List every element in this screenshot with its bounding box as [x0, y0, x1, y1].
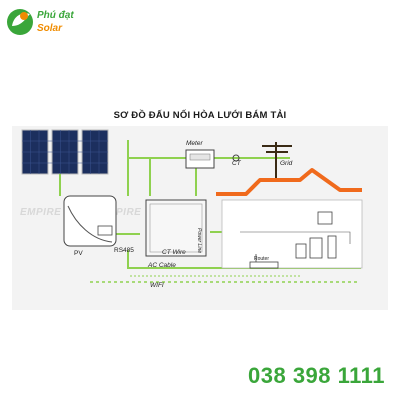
diagram-title: SƠ ĐỒ ĐẤU NỐI HÒA LƯỚI BÁM TẢI	[113, 110, 287, 121]
sun-leaf-icon	[7, 9, 33, 35]
ct-label: CT	[232, 160, 241, 167]
watermark-2: EMPIRE	[100, 207, 142, 218]
inverter-icon	[63, 195, 117, 247]
brand-logo: Phú đạt Solar	[4, 4, 114, 44]
ct-wire-label: CT Wire	[162, 249, 186, 256]
meter-icon	[185, 149, 215, 169]
appliances-icon	[295, 211, 337, 259]
watermark-1: EMPIRE	[20, 207, 62, 218]
grid-label: Grid	[280, 160, 293, 167]
ct-box-icon	[145, 199, 207, 257]
rs485-label: RS485	[114, 247, 134, 254]
router-icon	[249, 254, 279, 269]
pv-label: PV	[74, 250, 83, 257]
wifi-label: WIFI	[150, 282, 164, 289]
phone-number: 038 398 1111	[248, 363, 385, 388]
brand-name-line2: Solar	[37, 23, 63, 34]
ct-clamp-icon	[232, 154, 240, 162]
power-line-label: Power Line	[196, 228, 202, 254]
ac-cable-label: AC Cable	[148, 262, 176, 269]
grid-pole-icon	[262, 142, 292, 178]
meter-label: Meter	[186, 140, 203, 147]
house-wiring	[240, 231, 351, 244]
brand-name-line1: Phú đạt	[37, 10, 74, 21]
house-icon	[216, 168, 363, 269]
router-label: Router	[254, 256, 270, 262]
solar-panel-icon	[21, 129, 109, 175]
